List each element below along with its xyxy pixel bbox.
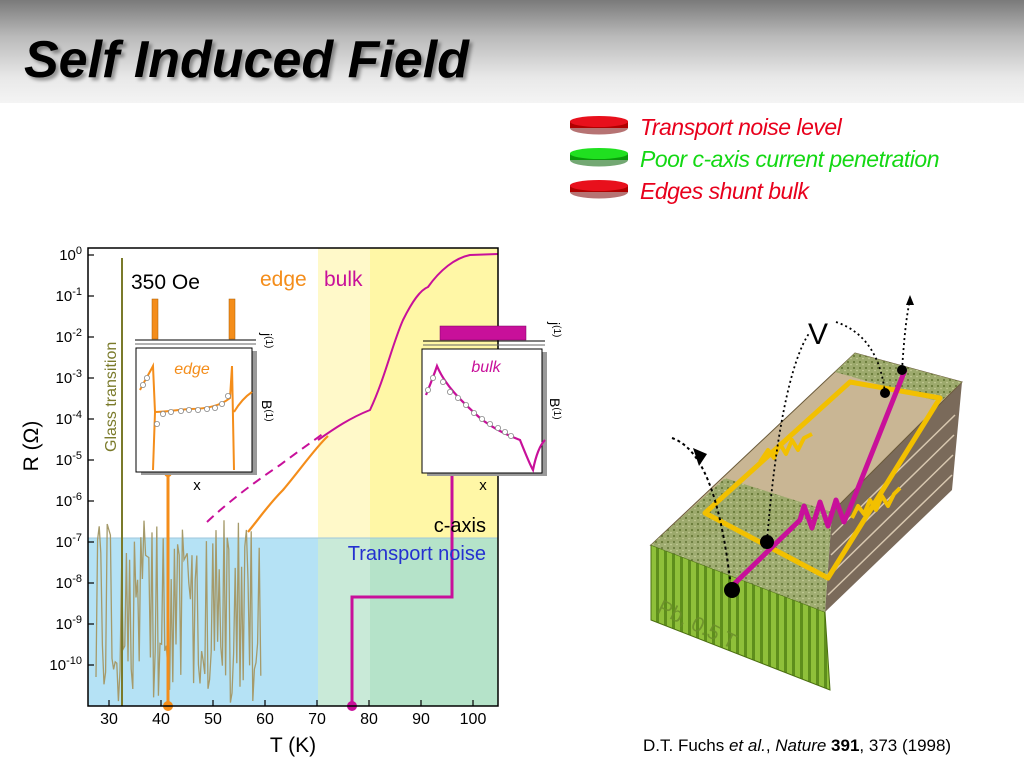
x-tick-label: 50 bbox=[204, 711, 222, 728]
bulk-label: bulk bbox=[324, 268, 363, 291]
y-tick-label: 10-1 bbox=[56, 286, 82, 305]
bulk-inset-title: bulk bbox=[471, 359, 501, 376]
glass-transition-label: Glass transition bbox=[103, 342, 120, 452]
x-axis: 30 40 50 60 70 80 90 100 bbox=[100, 700, 486, 728]
y-axis: 100 10-1 10-2 10-3 10-4 10-5 10-6 10-7 10-8 10-9 1… bbox=[49, 245, 94, 674]
j-label: j(1) bbox=[547, 321, 563, 337]
caxis-label: c-axis bbox=[434, 515, 486, 537]
title-bar bbox=[0, 0, 1024, 103]
legend-label: Transport noise level bbox=[640, 114, 842, 140]
edge-inset: j(1) edge B(1) x bbox=[135, 298, 275, 494]
green-pill-icon bbox=[570, 148, 628, 167]
band-green bbox=[370, 538, 498, 706]
j-label: j(1) bbox=[259, 332, 275, 348]
bulk-dashed-curve bbox=[206, 431, 326, 523]
sample-front-face bbox=[650, 544, 831, 691]
bulk-marker-line bbox=[350, 472, 454, 706]
y-tick-label: 10-3 bbox=[56, 368, 82, 387]
band-green-light bbox=[318, 538, 370, 706]
x-label: x bbox=[479, 477, 487, 494]
x-axis-label: T (K) bbox=[270, 734, 316, 757]
band-yellow-light bbox=[318, 248, 370, 538]
x-tick-label: 40 bbox=[152, 711, 170, 728]
slide-title: Self Induced Field bbox=[24, 31, 469, 89]
x-tick-label: 70 bbox=[308, 711, 326, 728]
y-tick-label: 10-2 bbox=[56, 327, 82, 346]
x-tick-label: 100 bbox=[460, 711, 487, 728]
field-label: 350 Oe bbox=[131, 271, 200, 294]
legend-item-edges-shunt: Edges shunt bulk bbox=[562, 176, 1012, 208]
edge-inset-title: edge bbox=[174, 361, 210, 378]
b-label: B(1) bbox=[547, 398, 563, 420]
x-tick-label: 60 bbox=[256, 711, 274, 728]
y-tick-label: 10-9 bbox=[56, 614, 82, 633]
y-tick-label: 10-10 bbox=[49, 655, 82, 674]
y-tick-label: 10-5 bbox=[56, 450, 82, 469]
legend-item-transport-noise: Transport noise level bbox=[562, 112, 1012, 144]
y-tick-label: 10-7 bbox=[56, 532, 82, 551]
sample-illustration: V Pb, 0.5 T bbox=[649, 295, 963, 691]
edge-label: edge bbox=[260, 268, 307, 291]
legend-item-caxis-penetration: Poor c-axis current penetration bbox=[562, 144, 1012, 176]
x-tick-label: 90 bbox=[412, 711, 430, 728]
bulk-inset: j(1) bulk B(1) x bbox=[421, 321, 563, 494]
y-tick-label: 100 bbox=[59, 245, 82, 264]
noise-trace bbox=[95, 520, 262, 703]
red-pill-icon bbox=[570, 116, 628, 135]
edge-curve bbox=[247, 435, 329, 533]
x-label: x bbox=[193, 477, 201, 494]
y-tick-label: 10-4 bbox=[56, 409, 82, 428]
bulk-resistance-curve bbox=[317, 253, 499, 441]
x-tick-label: 30 bbox=[100, 711, 118, 728]
noise-spikes bbox=[95, 520, 262, 703]
legend-label: Poor c-axis current penetration bbox=[640, 146, 940, 172]
b-label: B(1) bbox=[259, 400, 275, 422]
legend: Transport noise level Poor c-axis curren… bbox=[562, 112, 1012, 208]
citation: D.T. Fuchs et al., Nature 391, 373 (1998… bbox=[643, 736, 952, 755]
y-tick-label: 10-6 bbox=[56, 491, 82, 510]
y-tick-label: 10-8 bbox=[56, 573, 82, 592]
legend-label: Edges shunt bulk bbox=[640, 178, 809, 204]
y-axis-label: R (Ω) bbox=[20, 421, 43, 472]
noise-label: Transport noise bbox=[348, 543, 486, 565]
red-pill-icon bbox=[570, 180, 628, 199]
voltage-label: V bbox=[808, 318, 828, 351]
x-tick-label: 80 bbox=[360, 711, 378, 728]
